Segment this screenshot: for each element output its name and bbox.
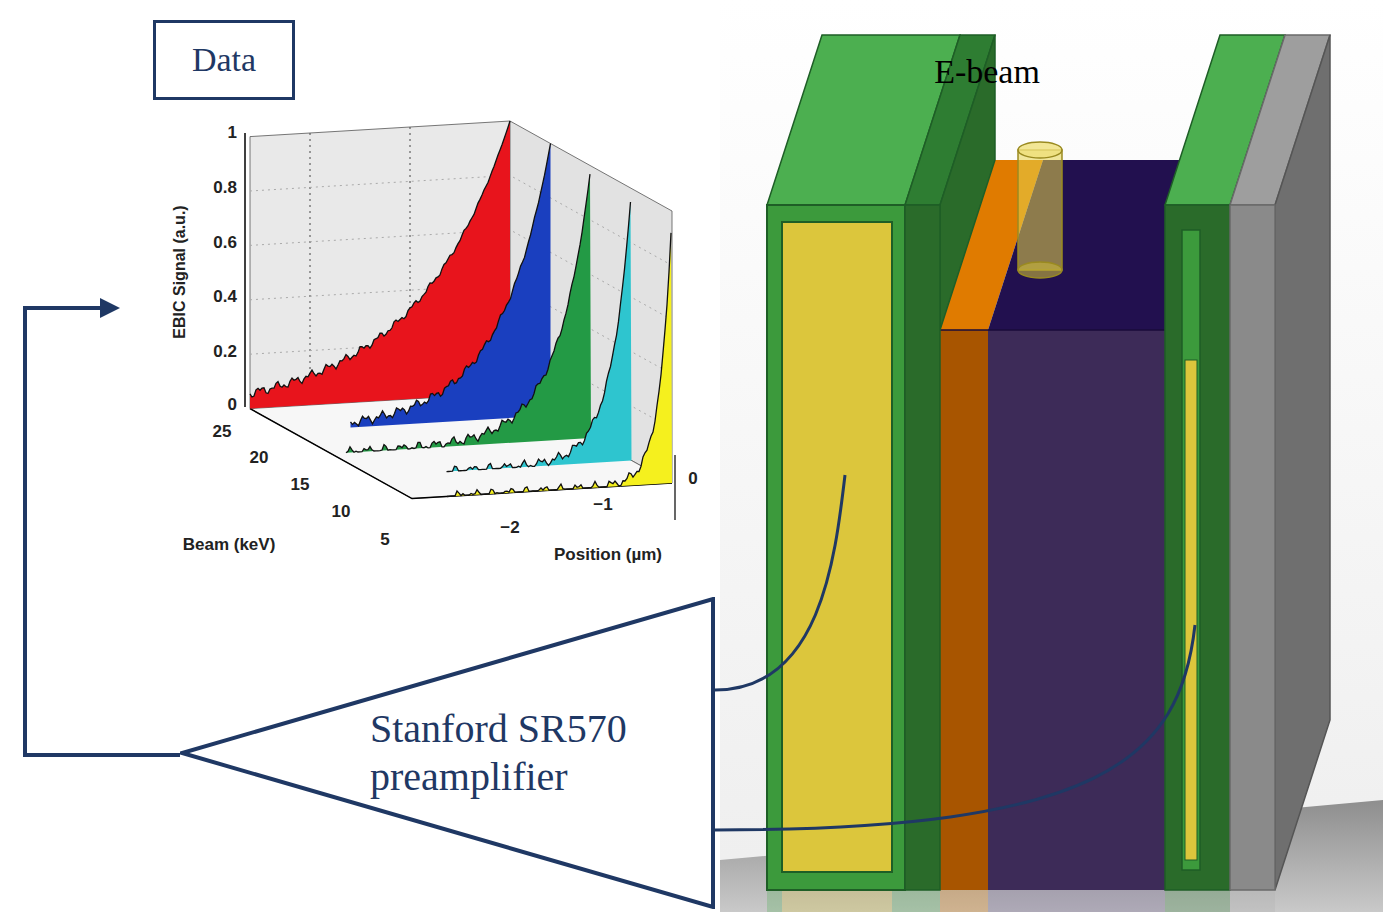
tick-label: −2: [500, 519, 519, 538]
wire: [715, 475, 845, 690]
ebic-curve: [346, 174, 591, 453]
amplifier-label: Stanford SR570 preamplifier: [370, 705, 715, 801]
arrowhead: [100, 298, 120, 318]
curve-outline: [447, 233, 671, 497]
curve-outline: [346, 174, 590, 453]
ebic-curve: [447, 202, 632, 472]
tick-label: −1: [593, 496, 612, 515]
left-block-side: [940, 35, 995, 330]
tick-label: 20: [250, 449, 269, 468]
reflection: [767, 890, 1275, 912]
tick-label: 15: [291, 476, 310, 495]
tick-label: 0: [228, 396, 237, 415]
ebic-curve: [351, 144, 551, 428]
curve-outline: [250, 121, 510, 397]
curve-outline: [351, 144, 551, 426]
substrate-side: [1275, 35, 1330, 890]
axis-title: Beam (keV): [183, 536, 276, 555]
tick-label: 10: [332, 503, 351, 522]
orange-layer-front: [940, 330, 988, 890]
tick-label: 0.8: [213, 179, 237, 198]
signal-arrow: [25, 308, 180, 755]
substrate-front: [1230, 205, 1275, 890]
tick-label: 0: [688, 470, 697, 489]
amplifier-triangle: Stanford SR570 preamplifier: [180, 597, 715, 909]
axis: [244, 133, 246, 407]
device-illustration: [715, 0, 1383, 912]
axis-tick: [674, 455, 675, 520]
tick-label: 5: [380, 531, 389, 550]
box-title: Data: [192, 40, 256, 81]
ebic-chart: [245, 121, 675, 520]
axis-title: Position (µm): [554, 546, 662, 565]
tick-label: 25: [213, 423, 232, 442]
e-beam-label: E-beam: [934, 53, 1040, 90]
axis-title: EBIC Signal (a.u.): [171, 205, 189, 338]
triangle-outline: [180, 597, 715, 909]
left-electrode: [782, 222, 892, 872]
right-green-layer: [1165, 205, 1230, 890]
tick-label: 0.4: [213, 288, 237, 307]
wire: [715, 625, 1195, 830]
backdrop: [720, 0, 1383, 912]
tick-label: 0.2: [213, 343, 237, 362]
left-green-layer: [905, 205, 940, 890]
tick-label: 0.6: [213, 234, 237, 253]
grid-line: [310, 133, 311, 405]
e-beam-cylinder: [1018, 142, 1062, 278]
data-box: Data: [153, 20, 295, 100]
amplifier-outline: [182, 599, 713, 907]
ebic-curve: [447, 233, 672, 497]
right-electrode: [1185, 360, 1197, 860]
tick-label: 1: [228, 124, 237, 143]
curve-outline: [447, 202, 631, 472]
